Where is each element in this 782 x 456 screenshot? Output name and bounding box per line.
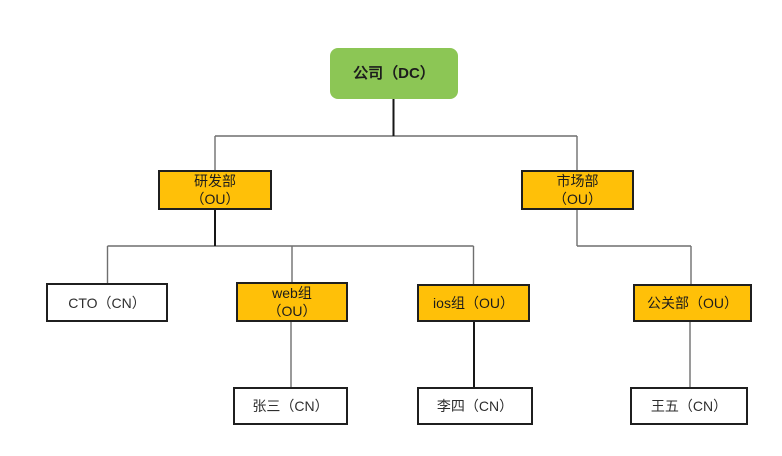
node-rd-dept-ou: 研发部 （OU）: [158, 170, 272, 210]
node-web-group-label-line1: web组: [272, 285, 312, 301]
node-rd-dept-label-line2: （OU）: [190, 191, 240, 207]
node-pr-dept-label: 公关部（OU）: [647, 295, 738, 311]
node-wangwu-cn: 王五（CN）: [630, 387, 748, 425]
node-cto-label: CTO（CN）: [68, 294, 146, 311]
node-market-dept-ou: 市场部 （OU）: [521, 170, 634, 210]
node-market-dept-label-line2: （OU）: [553, 191, 602, 207]
node-zhangsan-label: 张三（CN）: [252, 398, 329, 414]
node-wangwu-label: 王五（CN）: [650, 398, 728, 414]
node-lisi-cn: 李四（CN）: [417, 387, 533, 425]
node-market-dept-label-line1: 市场部: [556, 173, 599, 189]
node-ios-group-label: ios组（OU）: [433, 295, 514, 311]
node-company-dc: 公司（DC）: [330, 48, 458, 99]
node-ios-group-ou: ios组（OU）: [417, 284, 530, 322]
node-pr-dept-ou: 公关部（OU）: [633, 284, 752, 322]
node-rd-dept-label-line1: 研发部: [194, 173, 236, 189]
node-web-group-label-line2: （OU）: [267, 303, 317, 319]
node-cto-cn: CTO（CN）: [46, 283, 168, 322]
node-zhangsan-cn: 张三（CN）: [233, 387, 348, 425]
node-web-group-ou: web组 （OU）: [236, 282, 348, 322]
node-lisi-label: 李四（CN）: [436, 398, 514, 414]
node-company-label: 公司（DC）: [353, 64, 435, 82]
